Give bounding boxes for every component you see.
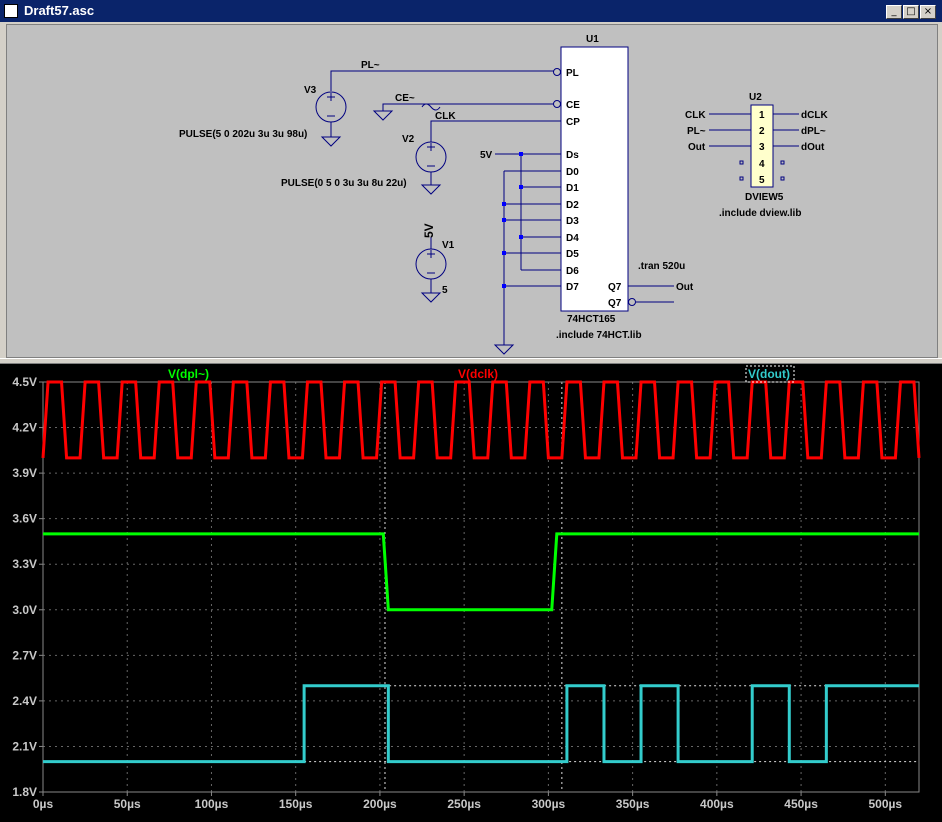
u1-part: 74HCT165 xyxy=(567,314,616,325)
x-axis-ticks: 0µs 50µs 100µs 150µs 200µs 250µs 300µs 350µs 400… xyxy=(33,792,903,811)
u2-label-dclk: dCLK xyxy=(801,110,828,121)
u1-pin-d0: D0 xyxy=(566,167,579,178)
minimize-button[interactable]: _ xyxy=(886,5,902,19)
u1-pin-d1: D1 xyxy=(566,183,579,194)
maximize-button[interactable]: □ xyxy=(903,5,919,19)
plot-grid xyxy=(43,382,919,792)
tran-directive: .tran 520u xyxy=(638,261,685,272)
u2-nc-pins xyxy=(739,160,785,181)
u1-pin-ds: Ds xyxy=(566,150,579,161)
u2-pin-3: 3 xyxy=(759,142,765,153)
title-bar[interactable]: Draft57.asc _ □ × xyxy=(0,0,942,22)
traces xyxy=(41,380,921,764)
trace-dout xyxy=(43,684,919,764)
y-tick-label: 3.0V xyxy=(12,603,37,617)
waveform-canvas[interactable]: 4.5V 4.2V 3.9V 3.6V 3.3V 3.0V 2.7V 2.4V 2.1V 1.8V… xyxy=(0,364,942,822)
v1-net: 5V xyxy=(422,223,436,238)
y-tick-label: 2.7V xyxy=(12,648,37,662)
x-tick-label: 150µs xyxy=(279,797,313,811)
document-icon xyxy=(4,4,18,18)
u1-pin-d6: D6 xyxy=(566,266,579,277)
schematic-panel[interactable]: U1 PL CE CP Ds D0 D1 D2 D3 D4 D5 D6 D7 Q… xyxy=(6,24,938,358)
u2-part: DVIEW5 xyxy=(745,192,784,203)
pane-splitter[interactable] xyxy=(0,358,942,364)
x-tick-label: 100µs xyxy=(195,797,229,811)
y-tick-label: 4.5V xyxy=(12,375,37,389)
v2-ref: V2 xyxy=(402,134,415,145)
u2-pin-1: 1 xyxy=(759,110,765,121)
ground-symbols xyxy=(320,110,515,355)
x-tick-label: 300µs xyxy=(532,797,566,811)
x-tick-label: 400µs xyxy=(700,797,734,811)
y-tick-label: 2.1V xyxy=(12,739,37,753)
u1-pin-q7-inv: Q7 xyxy=(608,298,622,309)
u2-label-dout: dOut xyxy=(801,142,825,153)
v1-ref: V1 xyxy=(442,240,455,251)
trace-label-dout[interactable]: V(dout) xyxy=(748,367,790,381)
y-tick-label: 3.9V xyxy=(12,466,37,480)
schematic-wires xyxy=(315,46,799,345)
v1-value: 5 xyxy=(442,285,448,296)
u1-ref: U1 xyxy=(586,34,599,45)
u2-block[interactable] xyxy=(750,104,774,188)
u2-pin-2: 2 xyxy=(759,126,765,137)
u1-pin-cp: CP xyxy=(566,117,580,128)
y-tick-label: 3.6V xyxy=(12,512,37,526)
y-tick-label: 1.8V xyxy=(12,785,37,799)
u2-label-pl: PL~ xyxy=(687,126,706,137)
net-5v: 5V xyxy=(480,150,493,161)
y-tick-label: 4.2V xyxy=(12,421,37,435)
u2-pin-4: 4 xyxy=(759,159,765,170)
waveform-panel[interactable]: 4.5V 4.2V 3.9V 3.6V 3.3V 3.0V 2.7V 2.4V 2.1V 1.8V… xyxy=(0,364,942,822)
u2-label-clk: CLK xyxy=(685,110,706,121)
u2-include: .include dview.lib xyxy=(719,208,801,219)
v3-ref: V3 xyxy=(304,85,317,96)
u1-pin-d4: D4 xyxy=(566,233,579,244)
u2-ref: U2 xyxy=(749,92,762,103)
u1-pin-ce: CE xyxy=(566,100,580,111)
y-axis-ticks: 4.5V 4.2V 3.9V 3.6V 3.3V 3.0V 2.7V 2.4V 2.1V 1.8V xyxy=(12,375,43,799)
x-tick-label: 450µs xyxy=(784,797,818,811)
x-tick-label: 350µs xyxy=(616,797,650,811)
net-pl: PL~ xyxy=(361,60,380,71)
schematic-canvas[interactable]: U1 PL CE CP Ds D0 D1 D2 D3 D4 D5 D6 D7 Q… xyxy=(7,25,937,357)
junction-dots xyxy=(502,152,523,288)
trace-label-dout-frame xyxy=(745,365,795,383)
trace-dpl xyxy=(43,532,919,612)
u2-label-out: Out xyxy=(688,142,706,153)
close-button[interactable]: × xyxy=(920,5,936,19)
source-symbols xyxy=(327,93,441,274)
net-clk: CLK xyxy=(435,111,456,122)
net-out: Out xyxy=(676,282,694,293)
u2-label-dpl: dPL~ xyxy=(801,126,826,137)
u1-pin-d7: D7 xyxy=(566,282,579,293)
trace-label-dclk[interactable]: V(dclk) xyxy=(458,367,498,381)
v2-value: PULSE(0 5 0 3u 3u 8u 22u) xyxy=(281,178,407,189)
u2-pin-5: 5 xyxy=(759,175,765,186)
u1-include: .include 74HCT.lib xyxy=(556,330,642,341)
x-tick-label: 500µs xyxy=(869,797,903,811)
v3-value: PULSE(5 0 202u 3u 3u 98u) xyxy=(179,129,307,140)
trace-dclk xyxy=(41,380,921,460)
y-tick-label: 2.4V xyxy=(12,694,37,708)
u1-pin-q7: Q7 xyxy=(608,282,622,293)
window-title: Draft57.asc xyxy=(24,3,95,18)
u1-pin-pl: PL xyxy=(566,68,579,79)
x-tick-label: 0µs xyxy=(33,797,54,811)
plot-frame xyxy=(42,381,920,793)
u1-pin-d2: D2 xyxy=(566,200,579,211)
x-tick-label: 50µs xyxy=(114,797,141,811)
x-tick-label: 200µs xyxy=(363,797,397,811)
u1-pin-d5: D5 xyxy=(566,249,579,260)
net-ce: CE~ xyxy=(395,93,415,104)
y-tick-label: 3.3V xyxy=(12,557,37,571)
u1-pin-d3: D3 xyxy=(566,216,579,227)
trace-label-dpl[interactable]: V(dpl~) xyxy=(168,367,209,381)
x-tick-label: 250µs xyxy=(447,797,481,811)
